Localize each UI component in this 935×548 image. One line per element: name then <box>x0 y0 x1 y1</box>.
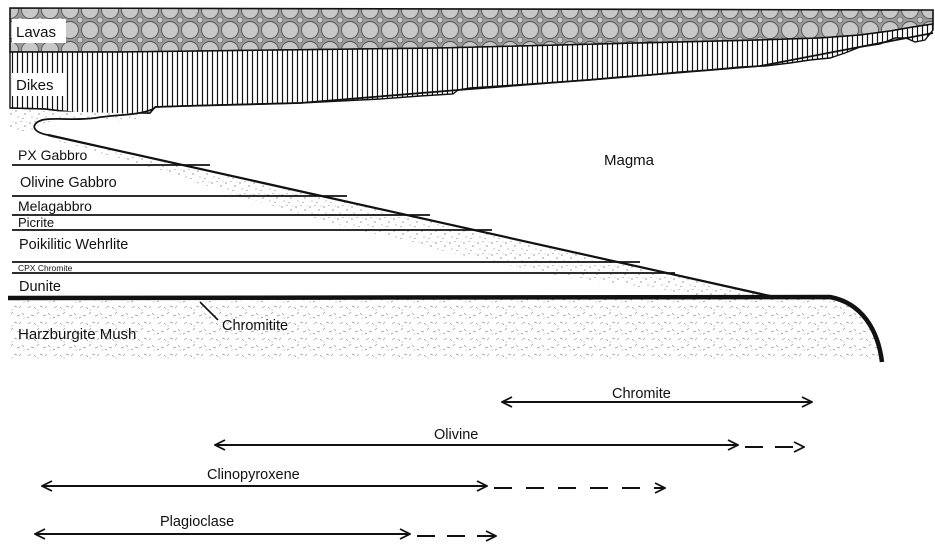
melagabbro-label: Melagabbro <box>18 198 92 214</box>
harzburgite-mush-label: Harzburgite Mush <box>18 326 136 343</box>
plagioclase-range-label: Plagioclase <box>160 514 234 530</box>
olivine-gabbro-label: Olivine Gabbro <box>20 175 117 191</box>
clinopyroxene-range-label: Clinopyroxene <box>207 467 300 483</box>
chromite-range-label: Chromite <box>612 386 671 402</box>
harzburgite-mush-layer <box>10 298 880 360</box>
chromitite-label: Chromitite <box>222 318 288 334</box>
magma-label: Magma <box>604 152 655 169</box>
dike-wedge-line <box>154 32 934 108</box>
olivine-range-label: Olivine <box>434 427 478 443</box>
cpx-chromite-label: CPX Chromite <box>18 263 73 273</box>
dunite-label: Dunite <box>19 279 61 295</box>
chromitite-leader-line <box>199 301 219 321</box>
px-gabbro-label: PX Gabbro <box>18 147 87 163</box>
lavas-label: Lavas <box>16 24 56 41</box>
chromitite-floor-line <box>7 294 885 363</box>
dikes-label: Dikes <box>16 77 54 94</box>
lavas-label-box <box>12 19 66 43</box>
chamber-roof-line <box>33 107 156 136</box>
picrite-label: Picrite <box>18 215 54 230</box>
poikilitic-wehrlite-label: Poikilitic Wehrlite <box>19 237 128 253</box>
dikes-label-box <box>12 73 66 96</box>
